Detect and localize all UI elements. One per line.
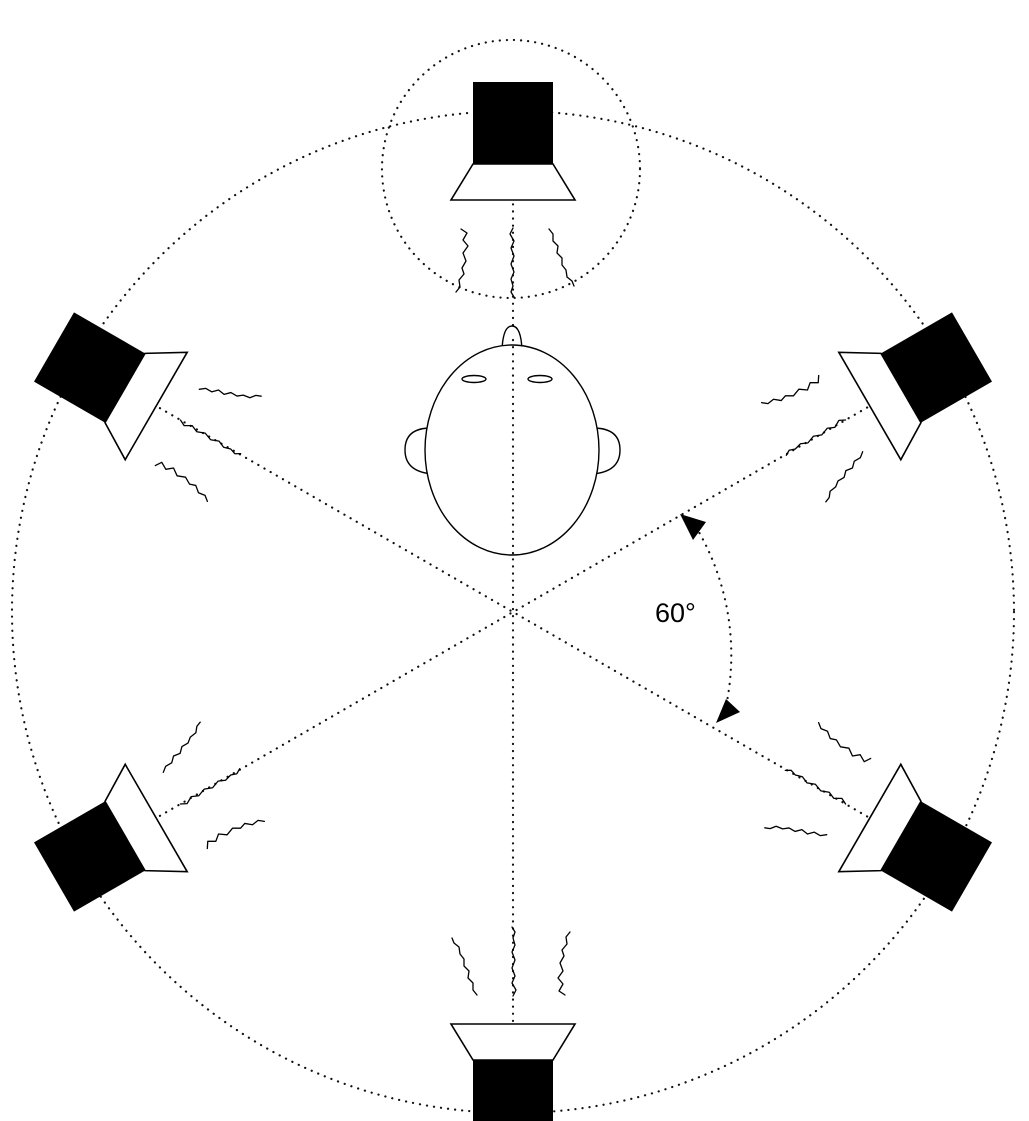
- speaker-icon: [22, 292, 273, 509]
- speaker-rear: [450, 926, 576, 1121]
- angle-arc: [694, 525, 733, 717]
- speaker-icon: [450, 81, 576, 298]
- speaker-front: [450, 81, 576, 298]
- speaker-icon: [450, 926, 576, 1121]
- speaker-rear-left: [22, 715, 273, 932]
- head-outline: [424, 344, 600, 556]
- right-eye: [527, 374, 553, 384]
- angle-arrowhead-top: [680, 514, 706, 540]
- speaker-icon: [753, 292, 1004, 509]
- left-eye: [461, 374, 487, 384]
- speaker-front-right: [753, 292, 1004, 509]
- speaker-icon: [22, 715, 273, 932]
- angle-indicator: 60°: [655, 514, 740, 723]
- nose: [501, 325, 523, 351]
- speaker-front-left: [22, 292, 273, 509]
- listener-head: [404, 325, 621, 562]
- front-speaker-highlight-circle: [380, 38, 642, 300]
- angle-arrowhead-bottom: [716, 699, 740, 723]
- speaker-icon: [753, 715, 1004, 932]
- listening-circle: [10, 109, 1016, 1115]
- angle-label: 60°: [655, 598, 696, 628]
- speaker-rear-right: [753, 715, 1004, 932]
